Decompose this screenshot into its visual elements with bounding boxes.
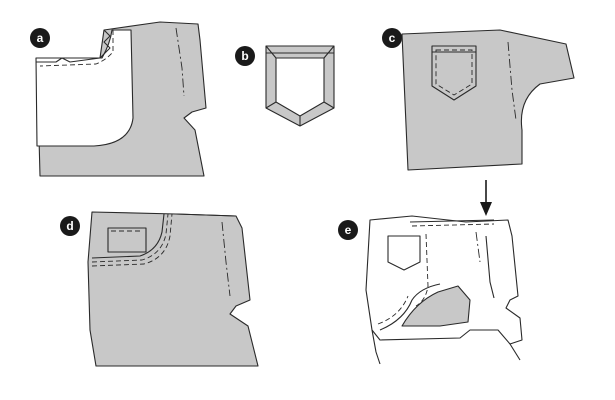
panel-b-mitre-br xyxy=(323,101,335,109)
panel-e-waist-stitch xyxy=(411,223,495,227)
badge-a-label: a xyxy=(37,31,44,45)
badge-b: b xyxy=(235,46,255,66)
panel-e-center-line xyxy=(475,231,481,263)
panel-e-leg-left xyxy=(371,329,381,365)
badge-b-label: b xyxy=(241,49,248,63)
panel-e-waistband xyxy=(409,219,495,223)
panel-d xyxy=(87,211,259,367)
panel-d-trouser-front xyxy=(87,211,259,367)
panel-d-pocket-facing xyxy=(91,213,165,259)
panel-e-side-seam xyxy=(485,235,495,299)
panel-b-mitre-bl xyxy=(265,101,277,109)
panel-b-mitre-left xyxy=(265,45,277,59)
panel-e-arrow-head xyxy=(480,202,492,216)
panel-a-pocket-opening xyxy=(35,29,134,147)
panel-c-trouser-back xyxy=(401,29,575,171)
badge-d-label: d xyxy=(66,219,73,233)
panel-e-fly-stitch xyxy=(415,233,429,307)
badge-e-label: e xyxy=(345,223,352,237)
panel-e-pocket-bag-edge xyxy=(379,283,441,331)
panel-c-seam-line xyxy=(507,41,517,121)
panel-a xyxy=(35,21,207,177)
badge-a: a xyxy=(30,28,50,48)
panel-a-center-line xyxy=(175,27,185,97)
panel-e-pocket-bag xyxy=(401,285,471,327)
badge-d: d xyxy=(60,216,80,236)
badge-c-label: c xyxy=(389,31,396,45)
badge-c-circle xyxy=(382,28,402,48)
panel-c-pocket-stitch xyxy=(435,49,473,96)
panel-b-pocket-inner xyxy=(275,57,325,117)
badge-e-circle xyxy=(338,220,358,240)
panel-d-coin-pocket xyxy=(107,227,147,253)
panel-e xyxy=(365,180,523,365)
panel-e-coin-pocket xyxy=(387,235,421,271)
panel-d-waist-line xyxy=(175,213,237,217)
panel-e-pocket-bag-stitch xyxy=(377,295,409,325)
panel-c-pocket xyxy=(431,45,477,101)
badge-a-circle xyxy=(30,28,50,48)
panel-d-facing-stitch-2 xyxy=(91,213,173,267)
panel-a-stitch-line xyxy=(39,30,114,67)
panel-c xyxy=(401,29,575,171)
badge-d-circle xyxy=(60,216,80,236)
panel-d-center-line xyxy=(221,221,231,297)
panel-d-facing-stitch-1 xyxy=(91,213,169,263)
panel-e-leg-right xyxy=(509,343,521,361)
badge-b-circle xyxy=(235,46,255,66)
panel-b-mitre-right xyxy=(323,45,335,59)
panel-a-facing-edge xyxy=(36,29,111,63)
badge-c: c xyxy=(382,28,402,48)
badge-e: e xyxy=(338,220,358,240)
panel-b xyxy=(265,45,335,127)
